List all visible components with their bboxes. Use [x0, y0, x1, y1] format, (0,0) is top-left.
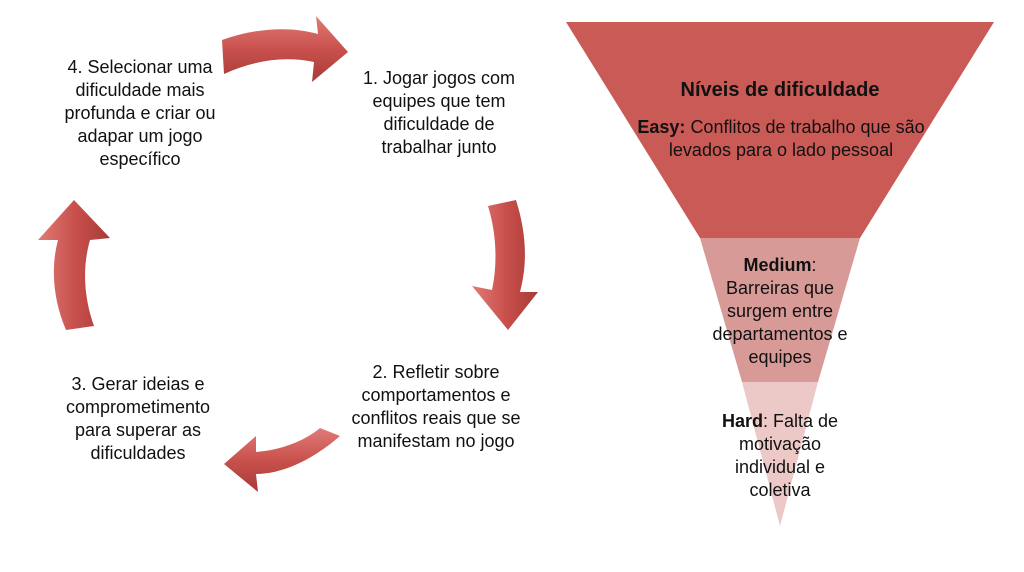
cycle-step-text: Selecionar uma dificuldade mais profunda… — [64, 57, 216, 169]
cycle-step-text: Refletir sobre comportamentos e conflito… — [351, 362, 521, 451]
cycle-step-1: 1. Jogar jogos com equipes que tem dific… — [350, 67, 528, 159]
level-text: Conflitos de trabalho que são levados pa… — [668, 117, 925, 160]
funnel-title: Níveis de dificuldade — [680, 79, 880, 101]
arrow-1-to-2 — [472, 200, 538, 330]
funnel-level-medium-text: Medium: Barreiras que surgem entre depar… — [712, 255, 848, 367]
cycle-step-number: 4. — [67, 57, 83, 77]
funnel-level-hard — [742, 382, 818, 526]
cycle-step-3: 3. Gerar ideias e comprometimento para s… — [48, 373, 228, 465]
cycle-step-2: 2. Refletir sobre comportamentos e confl… — [340, 361, 532, 453]
cycle-step-number: 2. — [372, 362, 388, 382]
level-label: Easy — [637, 117, 680, 137]
cycle-step-4: 4. Selecionar uma dificuldade mais profu… — [40, 56, 240, 171]
cycle-step-number: 3. — [71, 374, 87, 394]
funnel-level-hard-text: Hard: Falta de motivação individual e co… — [721, 411, 839, 500]
cycle-step-text: Gerar ideias e comprometimento para supe… — [65, 374, 211, 463]
cycle-step-number: 1. — [362, 68, 378, 88]
funnel-level-medium — [700, 238, 860, 382]
level-text: Barreiras que surgem entre departamentos… — [712, 278, 848, 367]
funnel-level-easy — [566, 22, 994, 238]
arrow-4-to-1 — [222, 16, 348, 82]
level-label: Hard — [721, 411, 763, 431]
level-text: Falta de motivação individual e coletiva — [734, 411, 839, 500]
arrow-3-to-4 — [38, 200, 110, 330]
level-label: Medium — [743, 255, 812, 275]
funnel-level-easy-text: Easy: Conflitos de trabalho que são leva… — [637, 117, 925, 160]
arrow-2-to-3 — [224, 428, 340, 492]
cycle-step-text: Jogar jogos com equipes que tem dificuld… — [372, 68, 516, 157]
